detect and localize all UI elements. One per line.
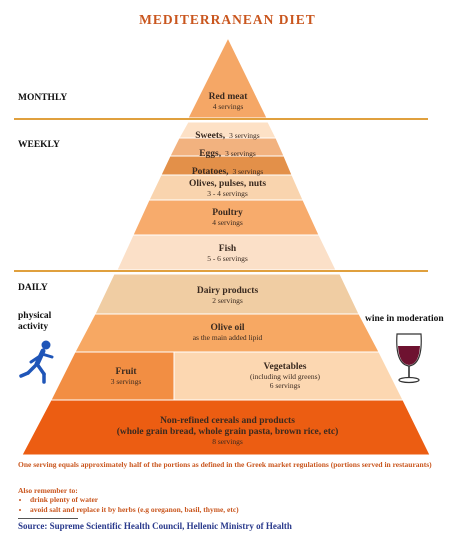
level-fish: Fish 5 - 6 servings [150,244,305,264]
level-red-meat-name: Red meat [208,92,248,102]
wine-label: wine in moderation [365,314,444,324]
level-red-meat-servings: 4 servings [212,101,244,111]
level-vegetables-detail: (including wild greens) [250,371,320,381]
reminder-heading: Also remember to: [18,486,78,495]
period-monthly: MONTHLY [18,93,68,103]
period-weekly: WEEKLY [18,140,60,150]
level-dairy-servings: 2 servings [212,295,243,305]
source-credit: Source: Supreme Scientific Health Counci… [18,521,292,531]
level-eggs-servings: 3 servings [225,149,256,158]
level-olives-name: Olives, pulses, nuts [188,179,267,189]
level-fruit-servings: 3 servings [110,376,142,386]
wine-glass-icon [396,333,422,384]
level-olive-oil: Olive oil as the main added lipid [140,323,315,343]
level-vegetables-name: Vegetables [263,362,307,372]
level-poultry-name: Poultry [212,208,243,218]
level-fish-name: Fish [218,244,237,254]
divider-weekly-daily [14,270,428,272]
level-cereals-name: Non-refined cereals and products [160,416,295,426]
band-cereals [21,399,431,456]
level-eggs: Eggs, 3 servings [165,143,290,161]
period-daily: DAILY [18,283,48,293]
reminder-item: avoid salt and replace it by herbs (e.g … [30,505,438,514]
serving-note: One serving equals approximately half of… [18,460,432,469]
level-potatoes-servings: 3 servings [232,167,264,176]
person-walking-icon [19,340,54,384]
reminder-item: drink plenty of water [30,495,438,504]
level-olive-oil-name: Olive oil [210,323,245,333]
level-fruit: Fruit 3 servings [82,367,170,387]
level-potatoes-name: Potatoes, [191,167,229,177]
level-red-meat: Red meat 4 servings [178,92,278,112]
level-sweets-name: Sweets, [195,131,226,141]
level-dairy-name: Dairy products [196,286,259,296]
source-divider [18,518,78,519]
level-dairy: Dairy products 2 servings [150,286,305,306]
reminder-note: Also remember to: drink plenty of water … [18,486,438,514]
level-olives: Olives, pulses, nuts 3 - 4 servings [150,179,305,199]
level-cereals: Non-refined cereals and products (whole … [60,416,395,446]
level-poultry: Poultry 4 servings [150,208,305,228]
reminder-list: drink plenty of water avoid salt and rep… [18,495,438,514]
level-cereals-detail: (whole grain bread, whole grain pasta, b… [116,426,339,437]
level-cereals-servings: 8 servings [212,436,243,446]
page-title: MEDITERRANEAN DIET [139,12,316,27]
level-poultry-servings: 4 servings [212,217,243,227]
level-olive-oil-servings: as the main added lipid [192,332,263,342]
divider-monthly-weekly [14,118,428,120]
physical-activity-label: physical activity [18,311,52,333]
level-eggs-name: Eggs, [199,149,222,159]
level-fish-servings: 5 - 6 servings [207,253,248,263]
level-potatoes: Potatoes, 3 servings [155,161,300,179]
level-olives-servings: 3 - 4 servings [207,188,248,198]
level-vegetables-servings: 6 servings [269,380,301,390]
level-sweets: Sweets, 3 servings [170,125,285,143]
level-fruit-name: Fruit [115,367,137,377]
level-sweets-servings: 3 servings [229,131,260,140]
level-vegetables: Vegetables (including wild greens) 6 ser… [200,362,370,390]
